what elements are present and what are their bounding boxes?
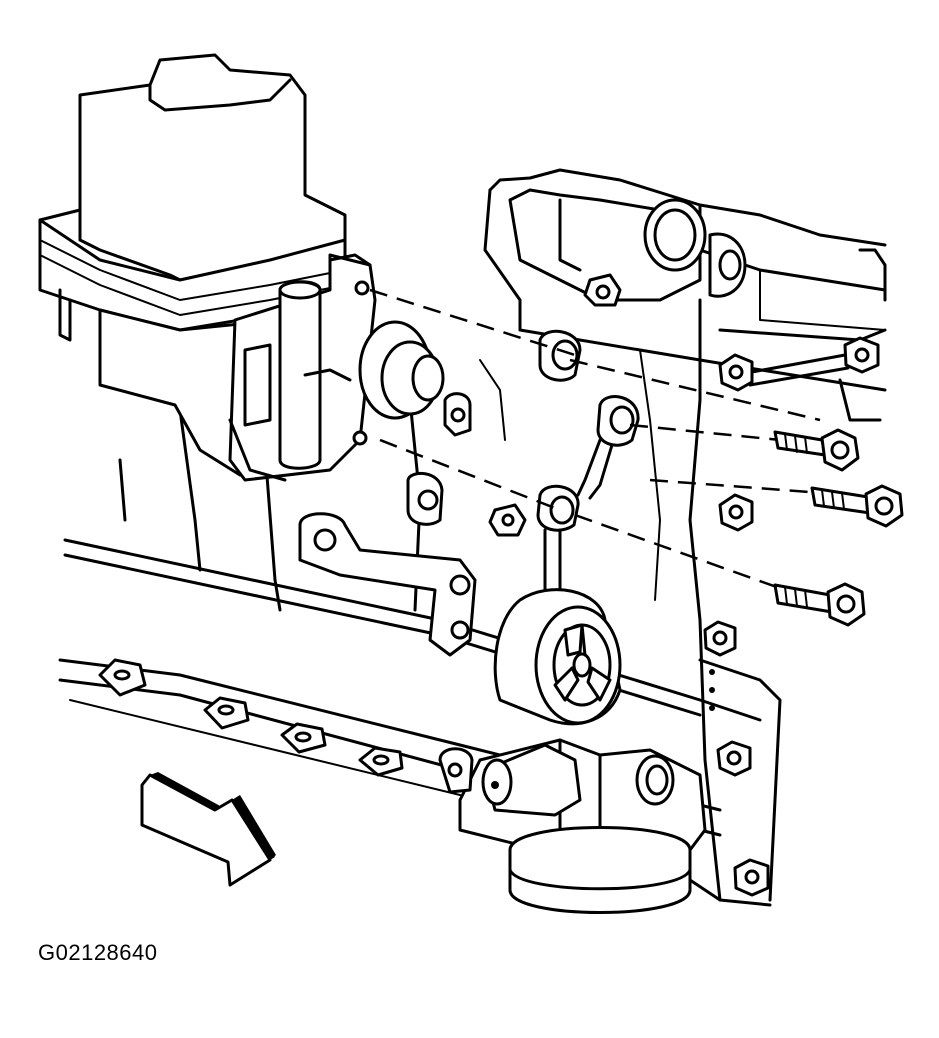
oil-filter-adapter-icon — [438, 738, 707, 914]
front-direction-arrow-icon — [140, 772, 276, 887]
bolt-icon — [773, 428, 860, 472]
alignment-lines — [369, 288, 821, 592]
mounting-bracket-icon — [536, 329, 640, 602]
block-bolts-icon — [703, 336, 880, 897]
power-steering-pump-icon — [228, 253, 445, 482]
figure-id-label: G02128640 — [38, 940, 158, 965]
bolt-icon — [773, 582, 866, 627]
oil-pan-lugs-icon — [98, 658, 404, 777]
pulley-icon — [493, 588, 622, 726]
bracket-plate-icon — [298, 392, 527, 657]
coolant-outlet-icon — [508, 188, 747, 307]
bolt-icon — [810, 484, 904, 528]
